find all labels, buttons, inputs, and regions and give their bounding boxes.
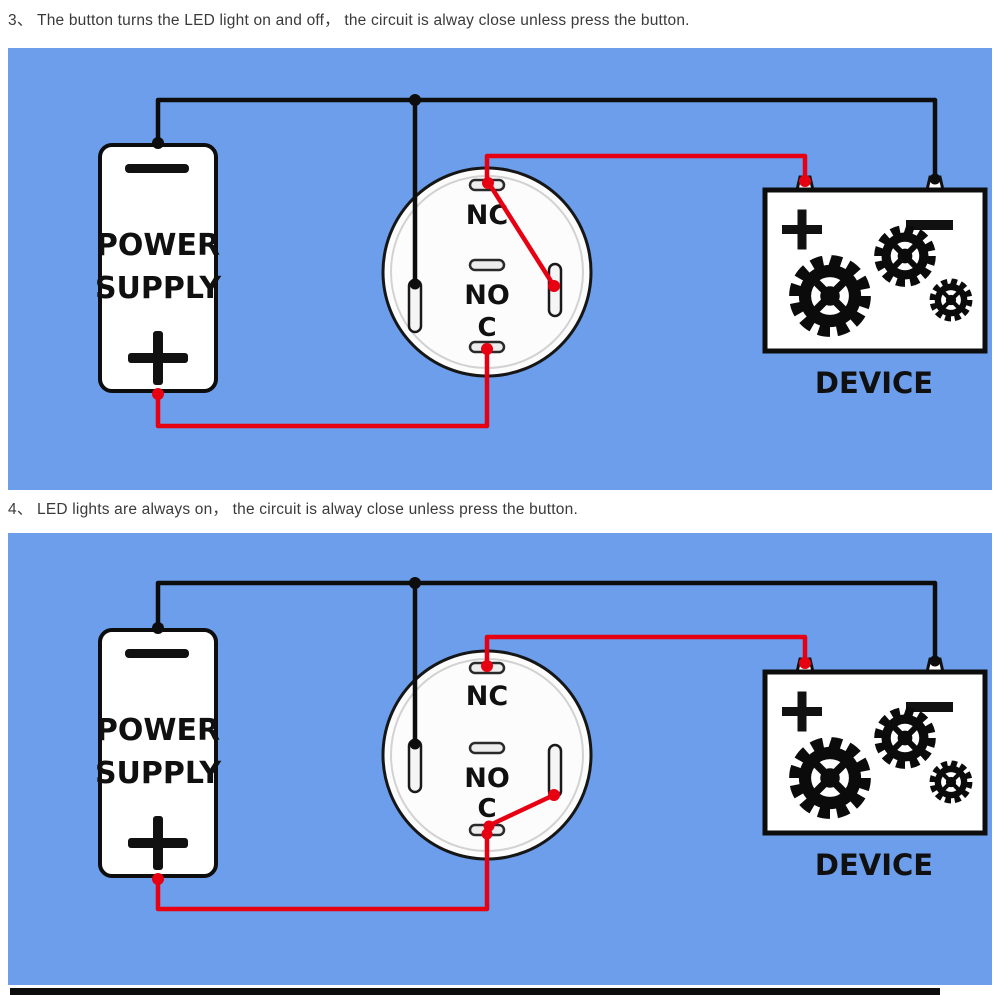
- wire-red-power-plus-to-c: [155, 830, 490, 912]
- no-label: NO: [464, 280, 510, 311]
- push-button-switch: NC NO C: [381, 649, 593, 861]
- red-junction-dot: [548, 789, 560, 801]
- red-junction-dot: [482, 177, 494, 189]
- no-label: NO: [464, 763, 510, 794]
- plus-terminal-sign: [797, 209, 807, 250]
- black-junction-dot: [409, 278, 421, 290]
- minus-terminal-sign: [125, 649, 189, 658]
- c-label: C: [477, 794, 496, 824]
- plus-terminal-sign: [153, 331, 163, 385]
- black-junction-dot: [409, 577, 421, 589]
- gear-small-icon: [932, 763, 969, 800]
- plus-terminal-sign: [153, 816, 163, 870]
- gear-small-icon: [932, 281, 969, 318]
- device-label: DEVICE: [815, 366, 933, 400]
- wire-red-nc-to-device-plus: [484, 634, 808, 668]
- power-supply-label-line1: POWER: [96, 713, 220, 748]
- junction-dots: [152, 577, 941, 885]
- power-supply-label-line2: SUPPLY: [95, 271, 222, 306]
- black-junction-dot: [152, 137, 164, 149]
- power-supply-label-line2: SUPPLY: [95, 756, 222, 791]
- wire-red-bridge-c-to-right-pin: [487, 792, 557, 828]
- wire-black-power-minus-to-device-minus: [155, 580, 938, 663]
- red-junction-dot: [152, 873, 164, 885]
- minus-terminal-sign: [125, 164, 189, 173]
- red-junction-dot: [799, 175, 811, 187]
- diagram-panel-3: POWER SUPPLY NC NO C DEVICE: [8, 48, 992, 490]
- no-terminal-slot: [468, 258, 506, 272]
- gear-medium-icon: [878, 229, 931, 282]
- device-label: DEVICE: [815, 848, 933, 882]
- caption-diagram-3: 3、 The button turns the LED light on and…: [8, 12, 690, 29]
- red-junction-dot: [152, 388, 164, 400]
- plus-terminal-sign: [797, 691, 807, 732]
- red-junction-dot: [481, 828, 493, 840]
- red-junction-dot: [548, 280, 560, 292]
- power-supply: POWER SUPPLY: [95, 143, 222, 393]
- power-supply-label-line1: POWER: [96, 228, 220, 263]
- red-junction-dot: [481, 660, 493, 672]
- c-label: C: [477, 313, 496, 343]
- red-junction-dot: [799, 657, 811, 669]
- wire-red-power-plus-to-c: [155, 347, 490, 429]
- minus-terminal-sign: [906, 702, 953, 712]
- black-junction-dot: [929, 173, 941, 185]
- black-junction-dot: [409, 94, 421, 106]
- no-terminal-slot: [468, 741, 506, 755]
- power-supply: POWER SUPPLY: [95, 628, 222, 878]
- red-junction-dot: [481, 343, 493, 355]
- minus-terminal-sign: [906, 220, 953, 230]
- next-panel-edge: [10, 988, 940, 995]
- wires: [155, 97, 938, 429]
- wires: [155, 580, 938, 912]
- circuit-diagram-4-svg: POWER SUPPLY NC NO C DEVICE: [95, 577, 988, 912]
- black-junction-dot: [409, 738, 421, 750]
- black-junction-dot: [152, 622, 164, 634]
- gear-medium-icon: [878, 711, 931, 764]
- push-button-switch: NC NO C: [381, 166, 593, 378]
- wire-black-power-minus-to-device-minus: [155, 97, 938, 181]
- caption-diagram-4: 4、 LED lights are always on， the circuit…: [8, 501, 578, 518]
- circuit-diagram-3-svg: POWER SUPPLY NC NO C DEVICE: [95, 94, 988, 429]
- junction-dots: [152, 94, 941, 400]
- black-junction-dot: [929, 655, 941, 667]
- gear-large-icon: [795, 261, 866, 332]
- wire-red-bridge-nc-to-right-pin: [487, 182, 557, 289]
- device: DEVICE: [762, 175, 988, 400]
- nc-label: NC: [466, 681, 508, 712]
- device: DEVICE: [762, 657, 988, 882]
- gear-large-icon: [795, 743, 866, 814]
- diagram-panel-4: POWER SUPPLY NC NO C DEVICE: [8, 533, 992, 985]
- wire-red-nc-to-device-plus: [484, 153, 808, 185]
